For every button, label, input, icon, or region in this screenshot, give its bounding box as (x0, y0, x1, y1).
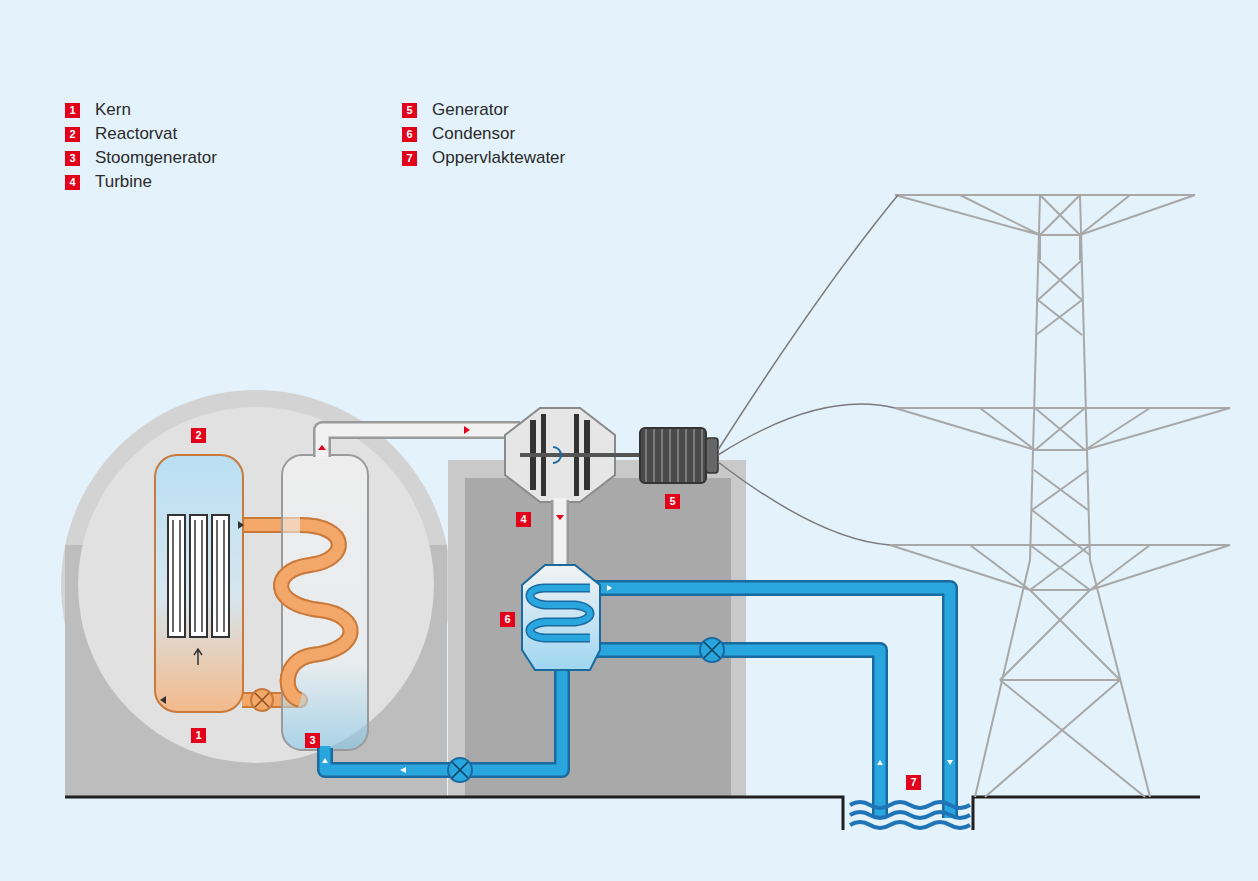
callout-number: 1 (191, 728, 206, 743)
legend-text: Kern (95, 100, 131, 120)
containment-building (61, 390, 451, 797)
callout-number: 3 (65, 151, 80, 166)
callout-number: 6 (402, 127, 417, 142)
primary-pump (251, 689, 273, 711)
callout-number: 6 (500, 612, 515, 627)
callout-number: 1 (65, 103, 80, 118)
cooling-water-pipes (588, 585, 953, 818)
callout-number: 5 (402, 103, 417, 118)
legend-text: Turbine (95, 172, 152, 192)
steam-generator (282, 455, 368, 750)
legend-text: Stoomgenerator (95, 148, 217, 168)
turbine-hall (448, 460, 746, 797)
callout-number: 7 (906, 775, 921, 790)
ground-line (65, 797, 1200, 830)
flow-arrows (160, 521, 244, 704)
exhaust-pipe (556, 498, 564, 567)
pump-symbols (448, 638, 724, 782)
legend-text: Oppervlaktewater (432, 148, 565, 168)
fuel-rods (168, 515, 229, 637)
legend-text: Condensor (432, 124, 515, 144)
feedwater-pipe (322, 666, 562, 773)
callout-number: 4 (65, 175, 80, 190)
surface-water (850, 802, 970, 828)
callout-number: 7 (402, 151, 417, 166)
generator (640, 428, 718, 483)
callout-number: 4 (516, 512, 531, 527)
reactor-vessel (155, 455, 243, 712)
legend-text: Generator (432, 100, 509, 120)
power-pylon (890, 195, 1230, 797)
turbine (505, 408, 640, 502)
callout-number: 3 (305, 733, 320, 748)
callout-number: 5 (665, 494, 680, 509)
condensor (522, 565, 600, 670)
legend-text: Reactorvat (95, 124, 177, 144)
callout-number: 2 (65, 127, 80, 142)
callout-number: 2 (191, 428, 206, 443)
steam-pipe (318, 426, 522, 459)
power-lines (718, 195, 898, 545)
